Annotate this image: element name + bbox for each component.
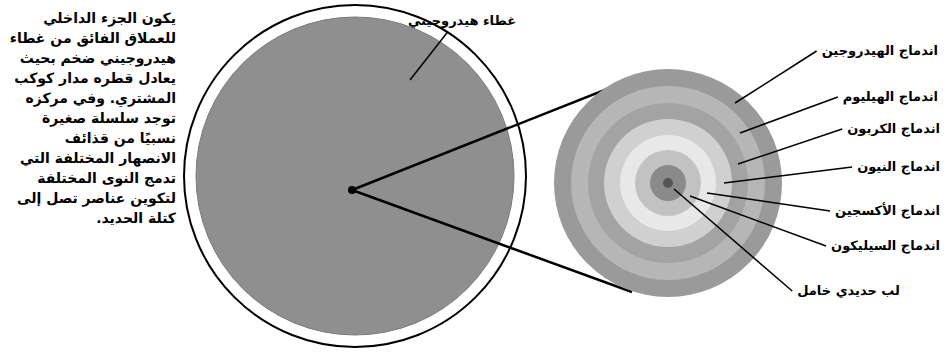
core-dot	[348, 186, 356, 194]
shell	[554, 69, 782, 297]
shell	[571, 86, 765, 280]
shell-label: اندماج الأكسجين	[835, 203, 940, 218]
shell-label: اندماج السيليكون	[831, 238, 940, 253]
shell-label: اندماج الهيليوم	[843, 89, 938, 104]
shell	[635, 150, 701, 216]
shell	[620, 135, 716, 231]
outer-ring	[184, 5, 526, 347]
leader-line	[410, 32, 448, 81]
shell-label: اندماج النيون	[857, 159, 940, 174]
leader-line	[674, 189, 792, 291]
core-center	[663, 178, 673, 188]
leader-line	[738, 129, 842, 164]
hydrogen-envelope	[196, 17, 514, 335]
leader-line	[735, 51, 817, 103]
caption: يكون الجزء الداخلي للعملاق الفائق من غطا…	[6, 8, 176, 228]
envelope-label: غطاء هيدروجيني	[408, 13, 516, 28]
leader-line	[740, 97, 838, 133]
shell-label: اندماج الكربون	[847, 121, 940, 136]
core-label: لب حديدي خامل	[797, 283, 900, 298]
shell-label: اندماج الهيدروجين	[822, 43, 938, 58]
leader-line	[724, 167, 852, 183]
shell	[604, 119, 732, 247]
